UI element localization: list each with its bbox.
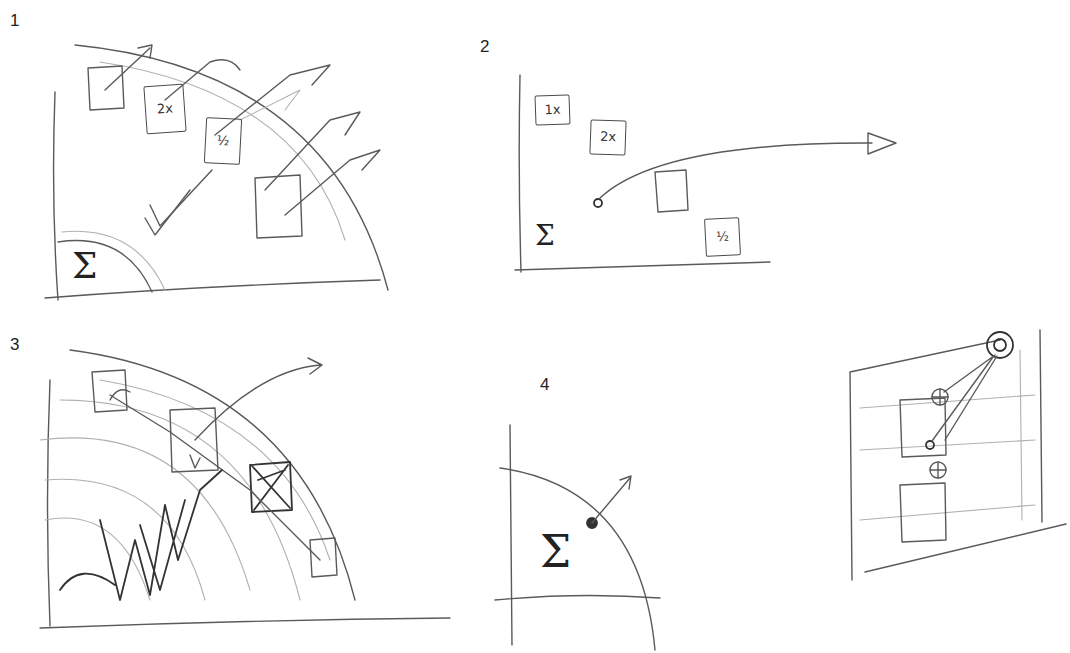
small-circle	[926, 441, 934, 449]
source-circle	[994, 339, 1006, 351]
sketch-box	[310, 538, 337, 577]
sketch-box	[900, 483, 946, 542]
axis-line	[510, 425, 512, 645]
scribble	[60, 470, 222, 600]
sigma-symbol: Σ	[72, 248, 97, 284]
sketch-arrow	[592, 476, 631, 523]
box-label: ½	[216, 134, 229, 149]
panel-frame	[850, 330, 1066, 580]
sketch-arrow	[195, 358, 322, 440]
boundary-arc	[70, 350, 355, 600]
arrow-head	[868, 133, 896, 154]
sketch-arrow	[215, 65, 330, 135]
sketch-arrow	[265, 112, 360, 190]
sketch-mark	[110, 390, 130, 400]
box-label: 2x	[600, 130, 616, 145]
sketch-arrow	[105, 45, 152, 90]
source-circle	[987, 332, 1013, 358]
sketch-box: ½	[704, 217, 741, 257]
check-mark	[145, 190, 190, 235]
axis-line	[495, 595, 660, 600]
panel-number: 3	[10, 336, 19, 353]
sigma-arc	[58, 241, 152, 292]
box-label: 1x	[544, 103, 560, 118]
sketch-box: ½	[204, 117, 242, 165]
axis-line	[40, 618, 450, 628]
panel-number: 2	[480, 38, 489, 55]
sketch-mark	[190, 455, 200, 468]
trajectory-arrow	[600, 143, 872, 198]
check-mark	[150, 170, 212, 226]
plus-sign	[930, 462, 946, 478]
sketch-box: 1x	[534, 94, 570, 125]
hatch-arc	[40, 438, 250, 590]
sketch-box	[250, 462, 292, 512]
boundary-arc	[500, 468, 655, 650]
sketch-box	[92, 370, 127, 412]
sketch-box: 2x	[143, 84, 186, 135]
sketch-box: 2x	[589, 119, 626, 155]
boundary-arc	[100, 62, 345, 240]
sketch-box	[900, 398, 946, 457]
hatch-arc	[60, 400, 300, 600]
guide-line	[860, 395, 1035, 520]
panel-number: 1	[10, 12, 19, 29]
hatch-arc	[100, 380, 330, 560]
sketch-arrow	[240, 90, 300, 120]
origin-dot	[594, 199, 602, 207]
sketch-arrow	[285, 150, 380, 215]
ray-line	[932, 355, 997, 441]
sketch-box	[88, 66, 124, 110]
sigma-symbol: Σ	[535, 222, 555, 250]
panel-number: 4	[540, 376, 549, 393]
box-label: 2x	[157, 101, 174, 116]
sigma-arc	[62, 231, 165, 290]
sketch-box	[655, 170, 688, 212]
sketch-arrow	[165, 60, 240, 100]
axis-line	[48, 380, 51, 626]
sigma-symbol: Σ	[540, 530, 571, 574]
box-label: ½	[716, 230, 729, 245]
axis-line	[54, 92, 58, 300]
axis-line	[519, 75, 521, 272]
plus-circle	[930, 462, 946, 478]
axis-line	[515, 262, 770, 270]
guide-line	[1020, 350, 1022, 520]
